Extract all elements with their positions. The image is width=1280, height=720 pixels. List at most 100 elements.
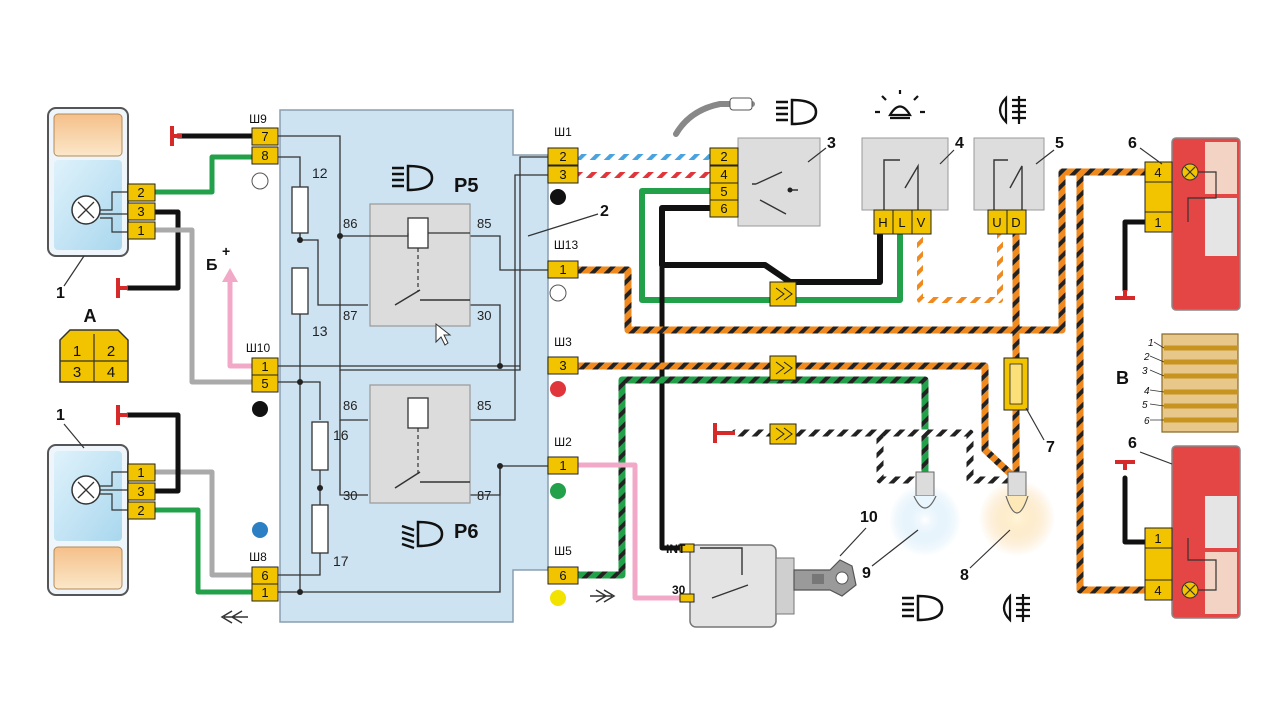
pin-u: U — [992, 215, 1001, 230]
wire-top-lamp-pin2-green — [152, 154, 255, 195]
fuse-label-17: 17 — [333, 553, 349, 569]
indicator-sh2-green — [550, 483, 566, 499]
relay-block: 12 13 16 17 86 85 87 30 Р5 86 — [278, 109, 549, 623]
callout-6-top: 6 — [1128, 135, 1137, 152]
wire-pink-sh2 — [575, 462, 693, 601]
indicator-sh13-white — [549, 284, 567, 302]
fuse-16 — [311, 421, 329, 471]
svg-text:3: 3 — [73, 364, 81, 381]
relay-p6-label: Р6 — [454, 521, 478, 543]
svg-text:1: 1 — [137, 465, 144, 480]
connector-sh13-pin1 — [547, 260, 579, 279]
svg-text:2: 2 — [1143, 352, 1150, 363]
fuse-7 — [1003, 357, 1029, 411]
connector-label-sh10: Ш10 — [246, 341, 271, 355]
svg-text:1: 1 — [261, 585, 268, 600]
svg-text:8: 8 — [261, 148, 268, 163]
pin-d: D — [1011, 215, 1020, 230]
switch-3 — [737, 137, 821, 227]
connector-sh1-pin2 — [547, 147, 579, 166]
fuse-label-16: 16 — [333, 427, 349, 443]
fuse-label-12: 12 — [312, 165, 328, 181]
wire-orangewhite-switch5 — [917, 232, 1003, 303]
switch-4-connector: H L V — [873, 209, 932, 235]
connector-sh5-pin6 — [547, 566, 579, 585]
svg-text:4: 4 — [107, 364, 115, 381]
connector-label-sh8: Ш8 — [249, 550, 267, 564]
connector-sh2-pin1 — [547, 456, 579, 475]
ground-symbol-rear-bottom — [1115, 460, 1135, 470]
callout-2: 2 — [600, 203, 609, 220]
wire-pink-b-plus — [227, 279, 255, 369]
relay-p5-pin30: 30 — [477, 308, 491, 323]
svg-text:1: 1 — [261, 359, 268, 374]
relay-p6-pin86: 86 — [343, 398, 357, 413]
steering-stalk-icon — [673, 97, 755, 137]
relay-p5-pin85: 85 — [477, 216, 491, 231]
svg-text:2: 2 — [137, 185, 144, 200]
svg-text:3: 3 — [1142, 366, 1148, 377]
connector-label-sh1: Ш1 — [554, 125, 572, 139]
indicator-sh10-black — [252, 401, 268, 417]
ground-symbol-left-2 — [116, 405, 128, 425]
svg-text:5: 5 — [720, 184, 727, 199]
wire-bottom-lamp-pin1-gray — [152, 469, 255, 578]
headlamp-top-connector: 2 3 1 — [127, 183, 156, 240]
fuse-12 — [291, 186, 309, 234]
ground-symbol-mid — [713, 423, 735, 443]
relay-p5: 86 85 87 30 Р5 — [343, 175, 491, 327]
connector-sh8-pin1 — [251, 583, 279, 602]
pin-v: V — [917, 215, 926, 230]
ground-symbol-rear-top — [1115, 290, 1135, 300]
ground-symbols — [116, 126, 1135, 470]
svg-text:6: 6 — [720, 201, 727, 216]
connector-sh9-pin8 — [251, 146, 279, 165]
switch-5 — [973, 137, 1045, 211]
wire-greenblack-sh5 — [574, 376, 929, 579]
svg-text:1: 1 — [1148, 338, 1154, 349]
headlamp-bottom-connector: 1 3 2 — [127, 463, 156, 520]
indicator-lamp-9 — [889, 471, 961, 556]
callout-9: 9 — [862, 565, 871, 582]
high-beam-icon-bottom — [902, 594, 944, 622]
relay-p5-pin87: 87 — [343, 308, 357, 323]
relay-p6: 86 85 30 87 Р6 — [343, 384, 491, 543]
wire-bottom-lamp-pin3-black — [125, 412, 181, 494]
high-beam-icon — [392, 164, 434, 192]
wire-top-lamp-pin3-black — [125, 209, 181, 291]
ignition-key-icon — [793, 559, 857, 597]
switch-4 — [861, 137, 949, 211]
parking-light-icon — [875, 90, 925, 120]
relay-p6-pin85: 85 — [477, 398, 491, 413]
splice-block-lower — [769, 423, 797, 445]
indicator-sh9-white — [251, 172, 269, 190]
splice-blocks — [769, 281, 797, 445]
ground-symbol-left-1 — [116, 278, 128, 298]
connector-label-sh2: Ш2 — [554, 435, 572, 449]
svg-text:4: 4 — [1154, 583, 1161, 598]
callout-8: 8 — [960, 567, 969, 584]
svg-text:2: 2 — [107, 343, 115, 360]
wire-blackwhite-to-lamp8 — [801, 429, 1014, 484]
svg-text:2: 2 — [559, 149, 566, 164]
connector-sh10-pin5 — [251, 374, 279, 393]
svg-text:5: 5 — [261, 376, 268, 391]
indicator-sh1-black — [550, 189, 566, 205]
indicator-sh5-yellow — [550, 590, 566, 606]
callout-1-top: 1 — [56, 285, 65, 302]
switch-5-connector: U D — [987, 209, 1027, 235]
low-beam-icon — [401, 520, 444, 550]
svg-text:3: 3 — [137, 204, 144, 219]
wire-black-to-ignition — [659, 262, 693, 551]
rear-lamp-top-connector: 4 1 — [1144, 161, 1173, 233]
wire-rear-ground-bottom — [1122, 475, 1148, 545]
wire-switch3-pin6-black — [659, 205, 883, 285]
junction-dots — [297, 233, 503, 595]
rear-lamp-top — [1171, 137, 1241, 311]
svg-text:2: 2 — [137, 503, 144, 518]
high-beam-icon-top — [776, 98, 818, 126]
svg-text:5: 5 — [1142, 400, 1148, 411]
b-plus-arrow-icon — [222, 268, 238, 282]
ignition-switch — [679, 543, 857, 628]
